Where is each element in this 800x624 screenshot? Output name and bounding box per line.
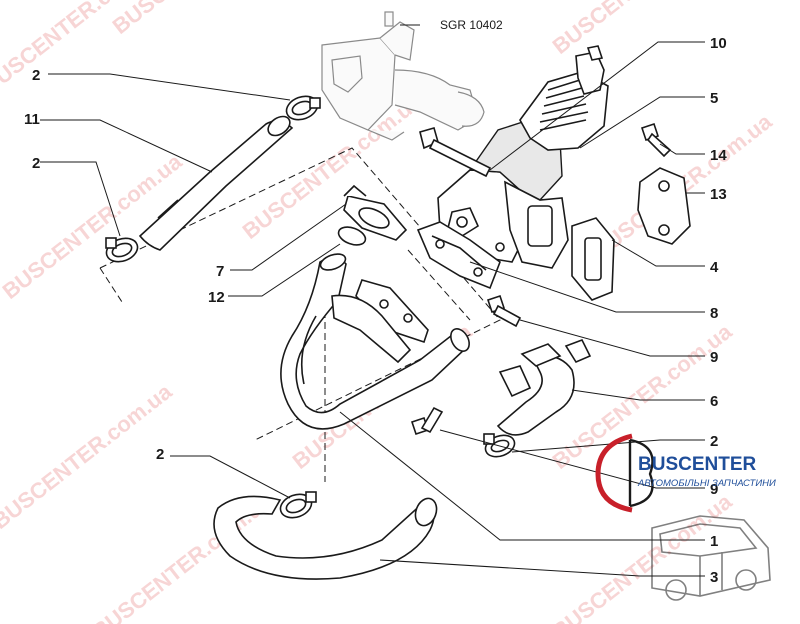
callout-2: 2 [32,155,40,172]
brand-logo: BUSCENTER АВТОМОБІЛЬНІ ЗАПЧАСТИНИ [595,433,776,601]
reference-code: SGR 10402 [440,18,503,32]
watermark-text: BUSCENTER.com.ua [548,488,737,624]
callout-labels: SGR 10402 2 11 2 7 12 2 10 5 14 13 4 8 9… [24,18,727,586]
egr-pipe [280,253,470,430]
hose-clamp [279,491,317,519]
callout-8: 8 [710,305,718,322]
callout-10: 10 [710,35,727,52]
assembly-envelope [99,147,501,482]
callout-14: 14 [710,147,727,164]
thermostat-housing [321,11,485,141]
coolant-hose [138,115,294,251]
callout-9: 9 [710,481,718,498]
o-ring [337,226,367,246]
bolt [419,127,492,178]
callout-5: 5 [710,90,718,107]
gasket [416,221,501,290]
logo-arc-icon [595,433,633,513]
hose-clamp [105,237,139,263]
egr-actuator [519,45,609,151]
bolt [640,122,672,158]
callout-2: 2 [32,67,40,84]
brand-tagline: АВТОМОБІЛЬНІ ЗАПЧАСТИНИ [637,478,776,489]
egr-gasket [571,217,615,301]
watermark-text: BUSCENTER.com.ua [0,378,177,534]
callout-7: 7 [216,263,224,280]
callout-6: 6 [710,393,718,410]
bolt [486,294,522,328]
bolt [410,406,444,436]
blanking-plate [637,167,691,245]
egr-pipe-6 [496,338,592,436]
callout-9: 9 [710,349,718,366]
callout-12: 12 [208,289,225,306]
leader-lines [40,24,705,577]
watermark-text: BUSCENTER.com.ua [108,0,297,39]
minibus-icon [651,515,771,601]
logo-letter-icon [628,438,654,508]
callout-4: 4 [710,259,719,276]
seal [343,184,408,241]
callout-3: 3 [710,569,718,586]
callout-2: 2 [156,446,164,463]
hose-clamp [285,95,321,121]
callout-1: 1 [710,533,718,550]
callout-13: 13 [710,186,727,203]
watermark-text: BUSCENTER.com.ua [548,0,737,59]
callout-2: 2 [710,433,718,450]
callout-11: 11 [24,111,40,128]
coolant-hose-3 [213,495,438,580]
brand-name: BUSCENTER [638,454,757,475]
